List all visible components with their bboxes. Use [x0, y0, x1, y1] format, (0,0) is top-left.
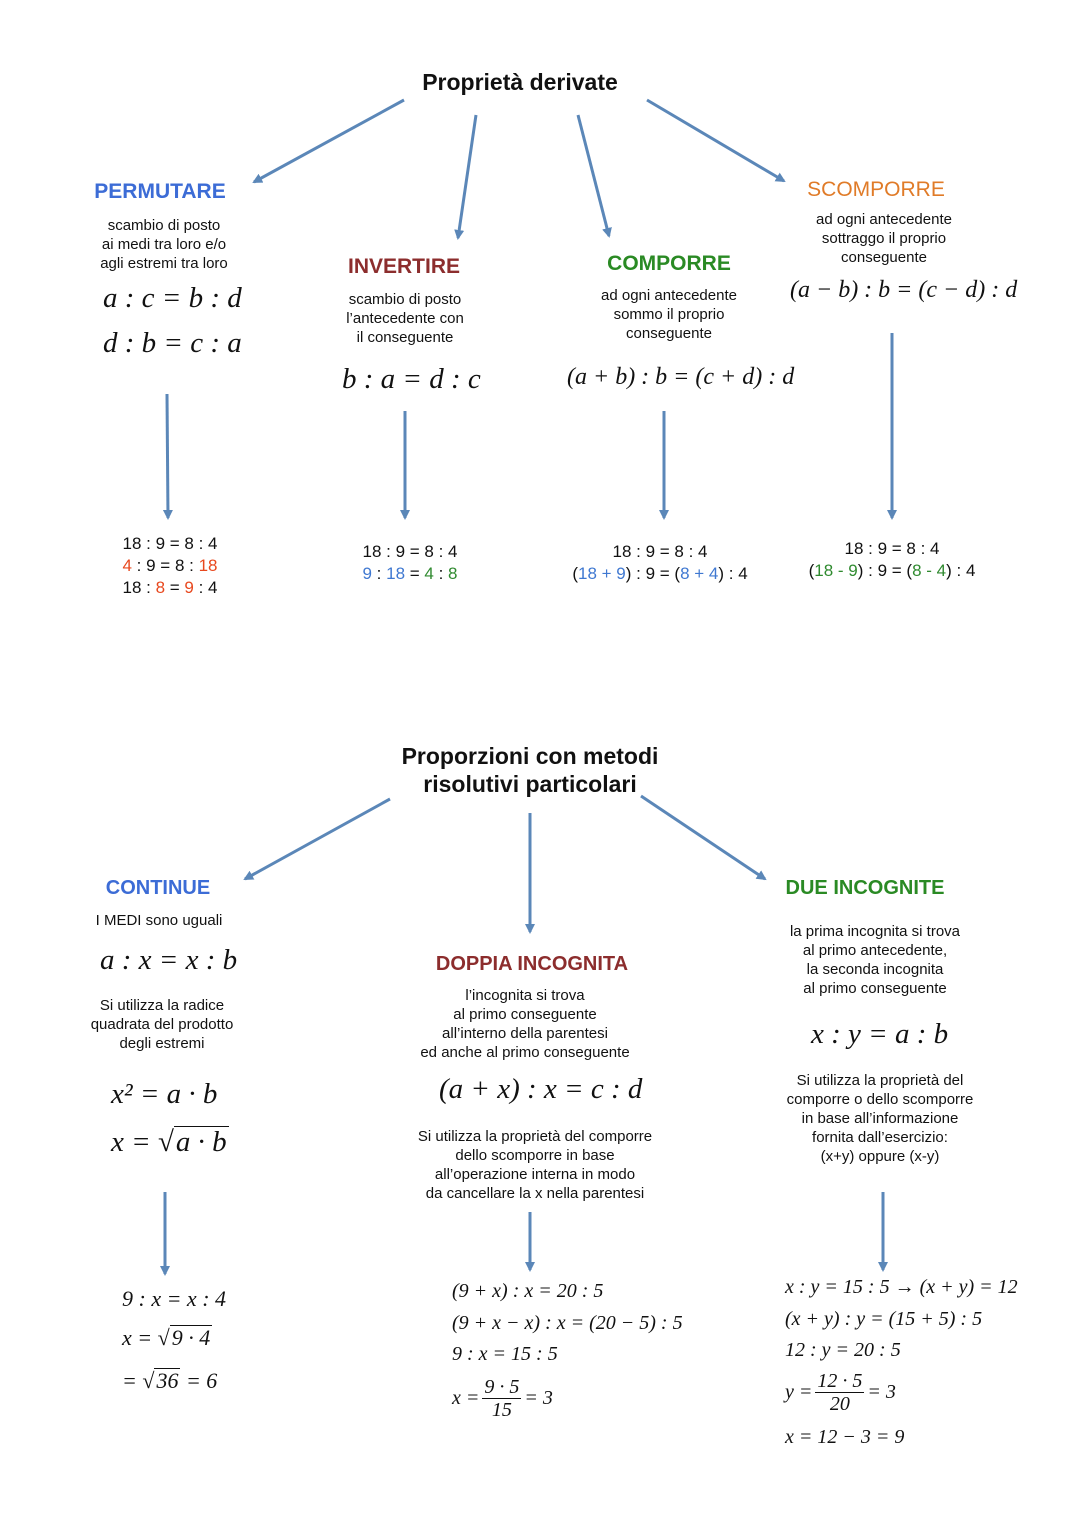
heading-continue: CONTINUE	[105, 877, 211, 899]
formula-permutare-2: d : b = c : a	[103, 327, 242, 359]
desc-comporre: ad ogni antecedente sommo il proprio con…	[601, 287, 737, 342]
example-due-line5: x = 12 − 3 = 9	[785, 1426, 905, 1448]
formula-due-incognite: x : y = a : b	[811, 1018, 949, 1050]
example-permutare-line2: 4 : 9 = 8 : 18	[122, 556, 218, 575]
heading-comporre: COMPORRE	[607, 252, 731, 275]
example-comporre-line1: 18 : 9 = 8 : 4	[612, 542, 708, 561]
arrow-to-scomporre	[646, 98, 786, 183]
title-proporzioni-metodi: Proporzioni con metodi risolutivi partic…	[401, 743, 659, 797]
example-comporre-line2: (18 + 9) : 9 = (8 + 4) : 4	[572, 564, 748, 583]
example-due-line1: x : y = 15 : 5 → (x + y) = 12	[785, 1276, 1018, 1298]
desc-continue-medi: I MEDI sono uguali	[95, 912, 223, 929]
example-comporre: 18 : 9 = 8 : 4 (18 + 9) : 9 = (8 + 4) : …	[560, 541, 760, 585]
example-continue-line2: x = √9 · 4	[122, 1325, 213, 1350]
formula-doppia-incognita: (a + x) : x = c : d	[439, 1073, 643, 1105]
arrow-to-continue	[243, 797, 391, 881]
desc-doppia-incognita: l’incognita si trova al primo conseguent…	[420, 987, 630, 1061]
desc-due-incognite: la prima incognita si trova al primo ant…	[789, 923, 961, 997]
example-continue-line3: = √36 = 6	[122, 1368, 218, 1393]
formula-continue: a : x = x : b	[100, 944, 238, 976]
example-invertire: 18 : 9 = 8 : 4 9 : 18 = 4 : 8	[330, 541, 490, 585]
desc-permutare: scambio di posto ai medi tra loro e/o ag…	[100, 217, 228, 272]
example-doppia-line2: (9 + x − x) : x = (20 − 5) : 5	[452, 1312, 683, 1334]
arrow-to-comporre	[576, 114, 612, 238]
heading-permutare: PERMUTARE	[94, 180, 226, 203]
heading-doppia-incognita: DOPPIA INCOGNITA	[435, 953, 629, 975]
heading-due-incognite: DUE INCOGNITE	[785, 877, 945, 899]
example-permutare: 18 : 9 = 8 : 4 4 : 9 = 8 : 18 18 : 8 = 9…	[90, 533, 250, 599]
formula-continue-root: x = √a · b	[111, 1126, 229, 1158]
example-invertire-line1: 18 : 9 = 8 : 4	[362, 542, 458, 561]
arrow-to-permutare	[252, 98, 405, 184]
example-due-line2: (x + y) : y = (15 + 5) : 5	[785, 1308, 983, 1330]
formula-invertire: b : a = d : c	[342, 363, 481, 395]
desc-doppia-metodo: Si utilizza la proprietà del comporre de…	[417, 1128, 653, 1202]
title-proprieta-derivate: Proprietà derivate	[422, 69, 618, 95]
formula-scomporre: (a − b) : b = (c − d) : d	[790, 277, 1018, 303]
arrow-permutare-example	[162, 393, 173, 520]
example-permutare-line3: 18 : 8 = 9 : 4	[122, 578, 218, 597]
heading-invertire: INVERTIRE	[347, 255, 460, 278]
example-scomporre-line1: 18 : 9 = 8 : 4	[844, 539, 940, 558]
example-continue-line1: 9 : x = x : 4	[122, 1286, 227, 1311]
example-invertire-line2: 9 : 18 = 4 : 8	[362, 564, 458, 583]
desc-scomporre: ad ogni antecedente sottraggo il proprio…	[816, 211, 952, 266]
example-scomporre-line2: (18 - 9) : 9 = (8 - 4) : 4	[808, 561, 976, 580]
example-doppia-line1: (9 + x) : x = 20 : 5	[452, 1280, 604, 1302]
example-permutare-line1: 18 : 9 = 8 : 4	[122, 534, 218, 553]
arrow-to-invertire	[454, 114, 478, 240]
formula-permutare-1: a : c = b : d	[103, 282, 242, 314]
example-doppia-line3: 9 : x = 15 : 5	[452, 1343, 558, 1365]
formula-comporre: (a + b) : b = (c + d) : d	[567, 364, 795, 390]
desc-due-metodo: Si utilizza la proprietà del comporre o …	[786, 1072, 974, 1165]
heading-scomporre: SCOMPORRE	[807, 178, 945, 201]
example-due-line3: 12 : y = 20 : 5	[785, 1339, 901, 1361]
desc-continue-radice: Si utilizza la radice quadrata del prodo…	[90, 997, 234, 1052]
arrow-to-due	[640, 794, 767, 881]
formula-continue-square: x² = a · b	[111, 1078, 218, 1110]
desc-invertire: scambio di posto l’antecedente con il co…	[346, 291, 464, 346]
example-scomporre: 18 : 9 = 8 : 4 (18 - 9) : 9 = (8 - 4) : …	[792, 538, 992, 582]
